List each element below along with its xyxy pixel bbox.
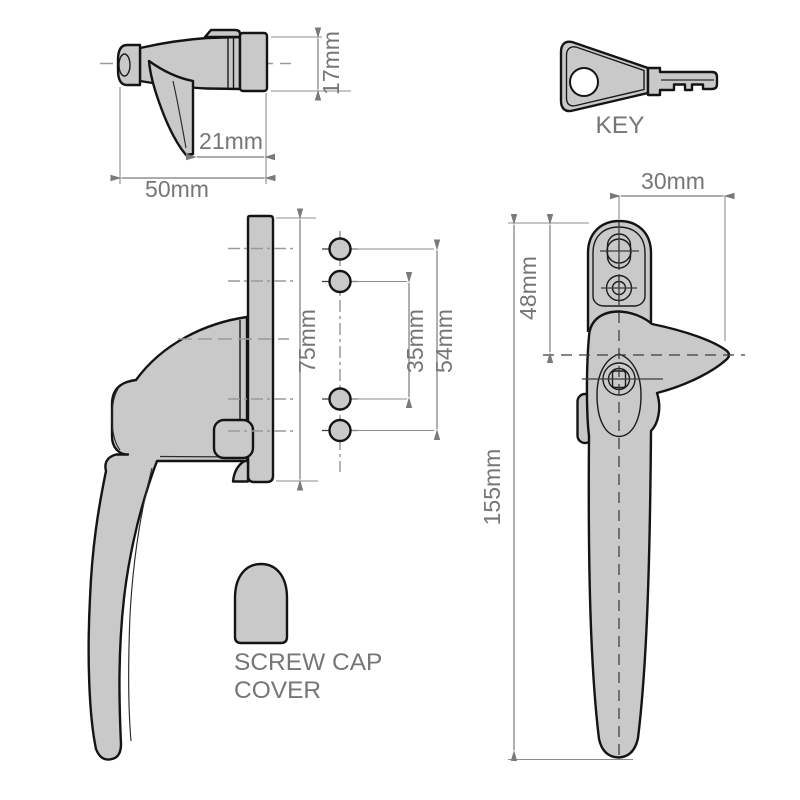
top-view-end-cap bbox=[238, 31, 269, 93]
fixing-hole bbox=[328, 269, 352, 294]
front-view-screw-recess bbox=[592, 226, 646, 307]
dim-label-54mm: 54mm bbox=[431, 309, 457, 373]
side-view-backplate bbox=[246, 214, 275, 484]
dim-label-21mm: 21mm bbox=[199, 128, 263, 154]
screw-cap-cover: SCREW CAP COVER bbox=[233, 562, 382, 704]
handle-side-view bbox=[87, 214, 293, 761]
front-view-dimensions: 30mm 48mm 155mm bbox=[479, 168, 735, 761]
dim-label-50mm: 50mm bbox=[145, 176, 209, 202]
screw-cap-label-line1: SCREW CAP bbox=[234, 649, 382, 676]
front-view-boss-wing-lever bbox=[585, 310, 731, 759]
top-view-top-lug bbox=[203, 28, 242, 39]
key-hole bbox=[569, 67, 599, 97]
dim-label-30mm: 30mm bbox=[641, 168, 705, 194]
front-view-teardrop-outline bbox=[596, 353, 642, 438]
side-view-dimensions: 75mm 35mm 54mm bbox=[276, 208, 457, 491]
side-view-knob-inner-arc bbox=[111, 388, 121, 451]
key-illustration: KEY bbox=[559, 40, 719, 139]
fixing-hole-pattern bbox=[322, 231, 358, 472]
side-view-lever-inner-line bbox=[128, 467, 153, 742]
dim-label-17mm: 17mm bbox=[318, 31, 344, 95]
key-shaft bbox=[646, 66, 719, 97]
dim-label-48mm: 48mm bbox=[515, 256, 541, 320]
side-view-screw-lug bbox=[212, 418, 255, 460]
top-view-grip-blade bbox=[147, 59, 195, 157]
key-head-bevel bbox=[565, 46, 645, 107]
fixing-hole bbox=[328, 418, 352, 443]
side-view-body-and-lever bbox=[87, 315, 249, 761]
top-view-nose-cap bbox=[116, 43, 142, 87]
top-view-dimensions: 17mm 21mm 50mm bbox=[110, 27, 351, 202]
top-view-grip-inner-line bbox=[172, 80, 187, 149]
screw-cap-label-line2: COVER bbox=[234, 677, 321, 704]
screw-cap-shape bbox=[233, 562, 289, 645]
fixing-hole bbox=[328, 237, 352, 261]
side-view-plate-foot bbox=[231, 457, 250, 483]
dim-label-75mm: 75mm bbox=[294, 309, 320, 373]
dim-label-155mm: 155mm bbox=[479, 449, 505, 526]
dim-label-35mm: 35mm bbox=[402, 309, 428, 373]
fixing-hole bbox=[328, 387, 352, 411]
top-view-nose-detail bbox=[118, 53, 131, 77]
handle-front-view bbox=[543, 219, 745, 759]
key-label: KEY bbox=[595, 112, 644, 139]
handle-top-view bbox=[100, 28, 291, 157]
